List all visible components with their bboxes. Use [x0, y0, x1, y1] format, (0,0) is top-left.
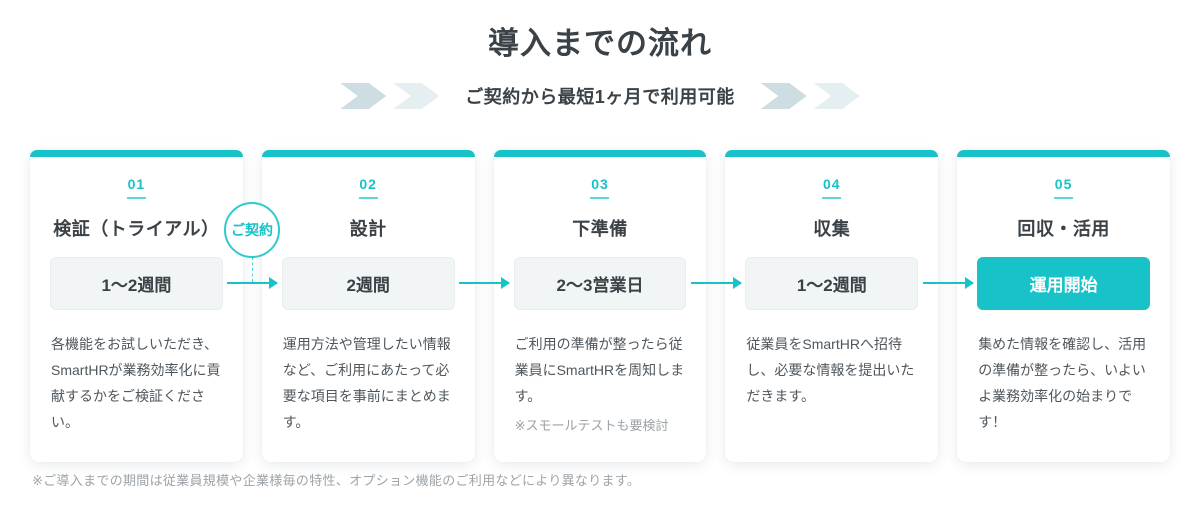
subtitle-row: ご契約から最短1ヶ月で利用可能: [0, 83, 1200, 109]
step-title: 回収・活用: [1017, 219, 1110, 239]
step-description: ご利用の準備が整ったら従業員にSmartHRを周知します。: [514, 336, 685, 404]
chevron-right-icon: [393, 83, 440, 109]
card-top-accent-bar: [493, 150, 707, 157]
step-description: 各機能をお試しいただき、SmartHRが業務効率化に貢献するかをご検証ください。: [51, 336, 221, 430]
step-title: 検証（トライアル）: [53, 219, 220, 239]
step-duration: 1〜2週間: [745, 257, 919, 310]
page-title: 導入までの流れ: [488, 26, 712, 61]
chevron-right-icon: [813, 83, 860, 109]
chevron-right-icon: [760, 83, 807, 109]
card-top-accent-bar: [957, 150, 1170, 157]
step-duration-highlight: 運用開始: [977, 257, 1150, 310]
step-number: 02: [359, 177, 378, 199]
step-card-5: 05 回収・活用 運用開始 集めた情報を確認し、活用の準備が整ったら、いよいよ業…: [957, 150, 1170, 462]
step-description: 集めた情報を確認し、活用の準備が整ったら、いよいよ業務効率化の始まりです！: [978, 336, 1147, 430]
step-duration: 2〜3営業日: [513, 257, 687, 310]
flow-arrow-icon: [923, 277, 974, 289]
flow-arrow-icon: [459, 277, 510, 289]
step-card-1: 01 検証（トライアル） 1〜2週間 各機能をお試しいただき、SmartHRが業…: [30, 150, 243, 462]
flow-steps: 01 検証（トライアル） 1〜2週間 各機能をお試しいただき、SmartHRが業…: [30, 150, 1170, 462]
card-top-accent-bar: [725, 150, 939, 157]
step-title: 下準備: [572, 219, 628, 239]
card-top-accent-bar: [261, 150, 475, 157]
contract-badge: ご契約: [224, 202, 280, 258]
step-duration: 2週間: [281, 257, 455, 310]
step-card-3: 03 下準備 2〜3営業日 ご利用の準備が整ったら従業員にSmartHRを周知し…: [493, 150, 707, 462]
step-card-2: 02 設計 2週間 運用方法や管理したい情報など、ご利用にあたって必要な項目を事…: [261, 150, 475, 462]
step-duration: 1〜2週間: [50, 257, 223, 310]
flow-arrow-icon: [691, 277, 742, 289]
flow-arrow-icon: [227, 277, 278, 289]
card-top-accent-bar: [30, 150, 243, 157]
step-number: 04: [822, 177, 841, 199]
step-number: 01: [127, 177, 146, 199]
step-description: 運用方法や管理したい情報など、ご利用にあたって必要な項目を事前にまとめます。: [282, 336, 451, 430]
step-number: 05: [1054, 177, 1073, 199]
chevron-right-icon: [340, 83, 387, 109]
step-title: 収集: [813, 219, 851, 239]
step-title: 設計: [349, 219, 387, 239]
subtitle: ご契約から最短1ヶ月で利用可能: [465, 87, 735, 107]
step-note: ※スモールテストも要検討: [514, 418, 669, 433]
step-number: 03: [590, 177, 609, 199]
footnote: ※ご導入までの期間は従業員規模や企業様毎の特性、オプション機能のご利用などにより…: [32, 473, 641, 488]
contract-badge-connector: [252, 257, 253, 282]
step-description: 従業員をSmartHRへ招待し、必要な情報を提出いただきます。: [746, 336, 915, 404]
step-card-4: 04 収集 1〜2週間 従業員をSmartHRへ招待し、必要な情報を提出いただき…: [725, 150, 939, 462]
